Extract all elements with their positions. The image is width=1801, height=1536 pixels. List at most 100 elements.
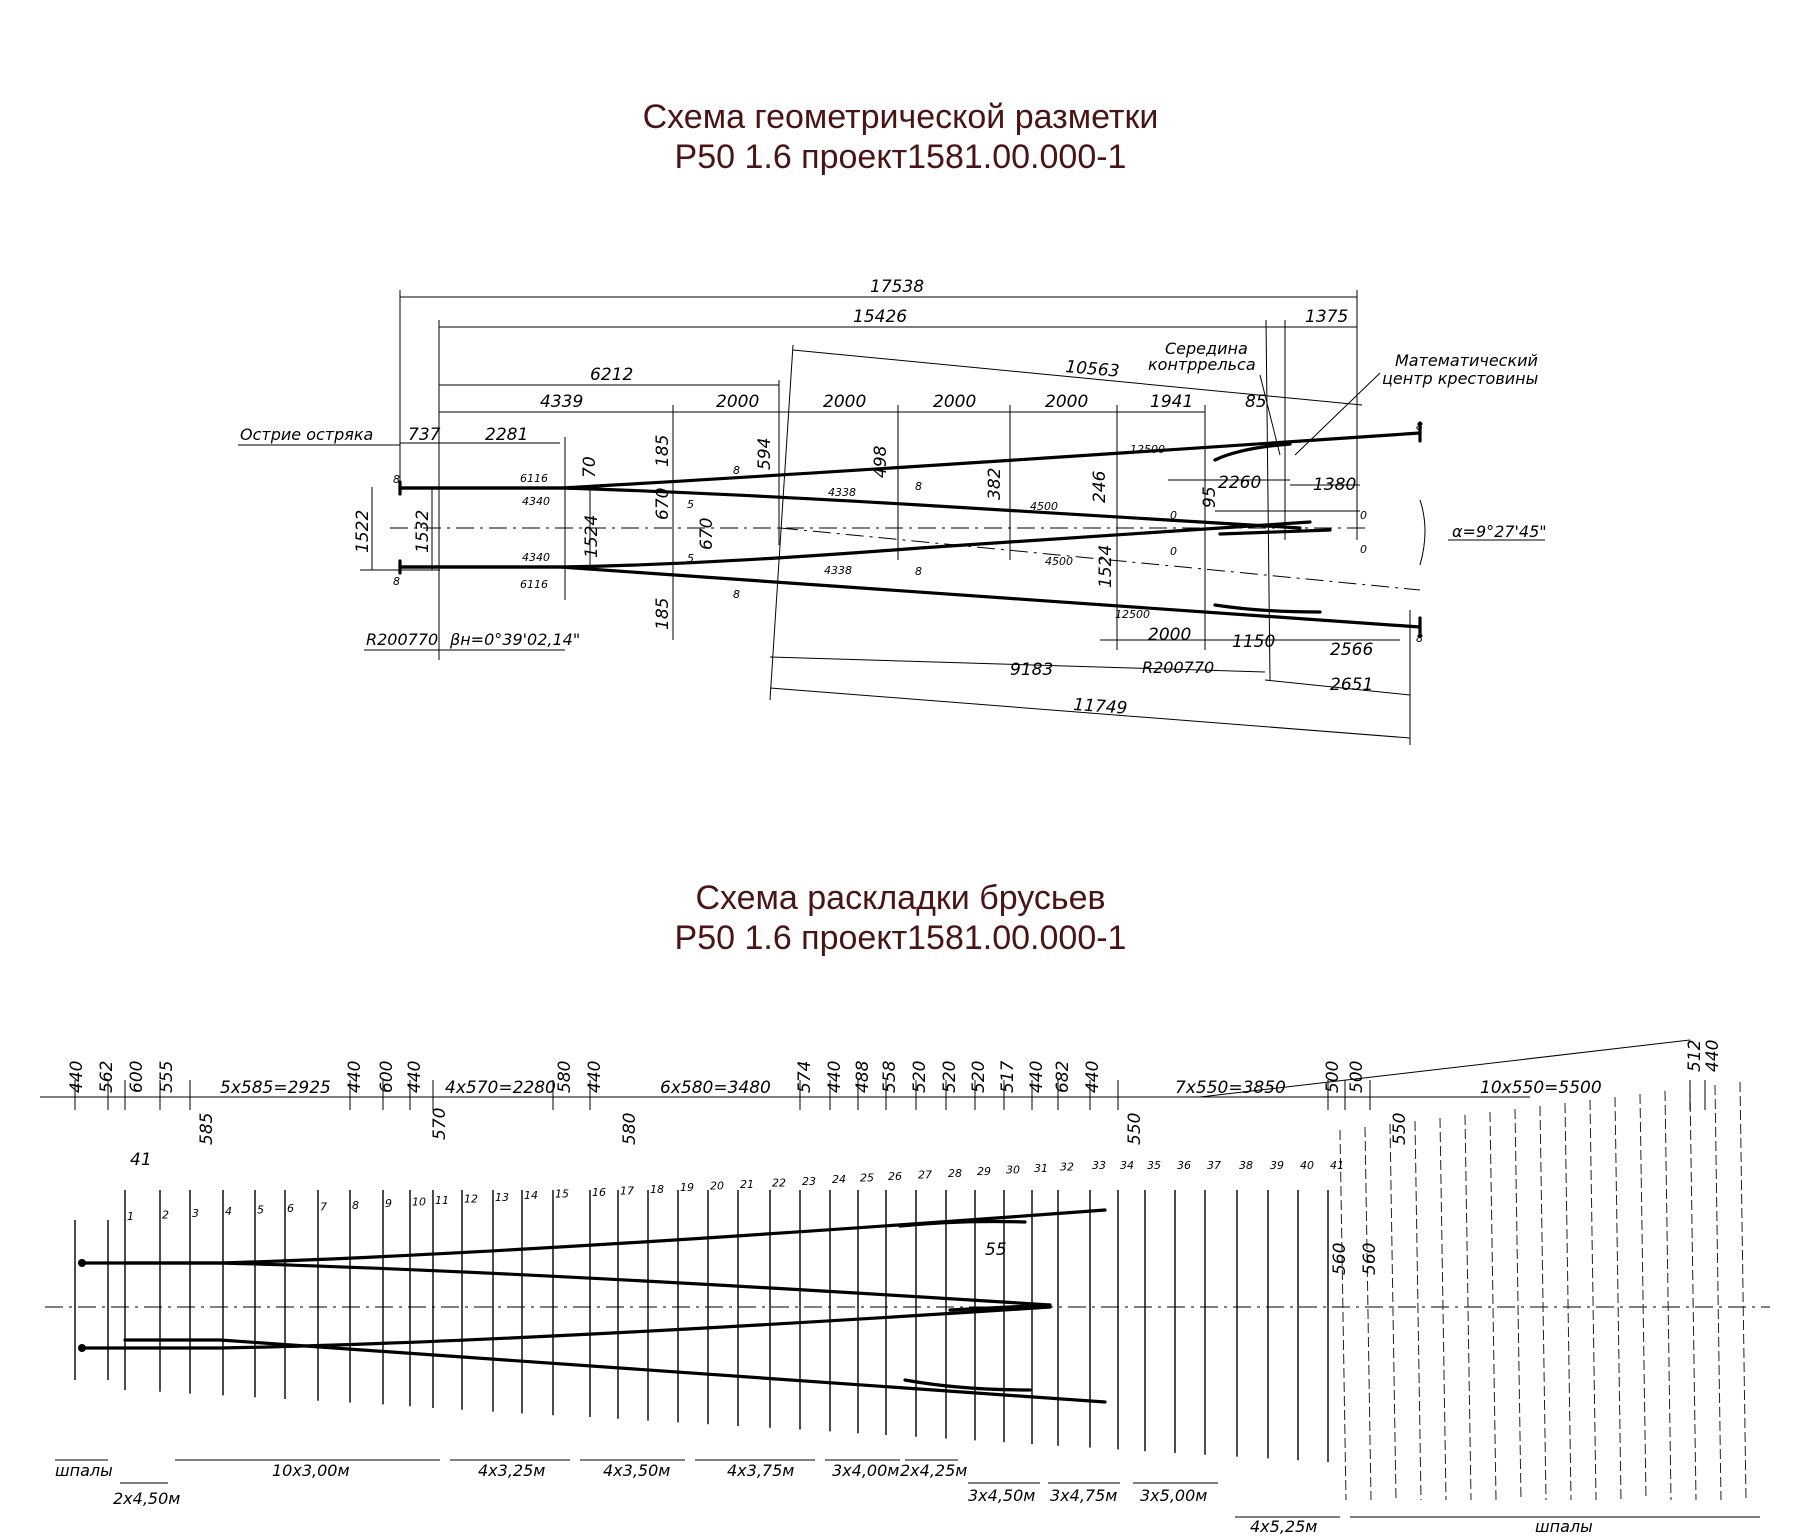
mark-0-d: 0 (1360, 543, 1367, 556)
sleeper-group-label: 3x5,00м (1140, 1486, 1207, 1505)
top-dimension: 5x585=2925 (220, 1078, 331, 1098)
dim-670-b: 670 (697, 518, 717, 550)
top-dimension: 580 (555, 1061, 575, 1093)
dim-70: 70 (580, 456, 600, 478)
top-dimension: 440 (67, 1061, 87, 1093)
dim-498: 498 (871, 445, 891, 478)
sleeper-line (1539, 1105, 1547, 1501)
dim-6212: 6212 (590, 365, 633, 385)
sleeper-number: 26 (888, 1170, 902, 1183)
radius-label-right: R200770 (1142, 658, 1214, 677)
radius-4338-bottom: 4338 (824, 564, 852, 577)
sleeper-number: 10 (412, 1196, 426, 1209)
sub-dimension: 585 (197, 1113, 217, 1145)
top-dimension: 574 (795, 1061, 815, 1093)
sleeper-number: 3 (192, 1207, 199, 1220)
sleeper-number: 36 (1177, 1159, 1191, 1172)
sub-dimension: 580 (620, 1113, 640, 1145)
dim-11749: 11749 (1073, 695, 1128, 719)
sleeper-number: 2 (162, 1208, 169, 1221)
sleeper-number: 20 (710, 1180, 724, 1193)
sleeper-line (1364, 1126, 1372, 1501)
radius-12500-top: 12500 (1130, 443, 1165, 456)
dim-185-top: 185 (653, 435, 673, 467)
sub-dimension: 570 (430, 1108, 450, 1140)
sleeper-group-label: 4x5,25м (1250, 1517, 1317, 1536)
radius-4500-bottom: 4500 (1045, 555, 1073, 568)
sleeper-number: 41 (1330, 1159, 1344, 1172)
beta-angle-label: βн=0°39'02,14" (449, 630, 580, 649)
sleeper-line (1439, 1117, 1447, 1501)
mark-0-c: 0 (1360, 509, 1367, 522)
sleeper-line (1589, 1099, 1597, 1501)
top-dimension: 520 (940, 1061, 960, 1093)
mark-0-a: 0 (1170, 509, 1177, 522)
mark-5-b: 5 (687, 552, 694, 565)
dim-2000-bottom: 2000 (1148, 625, 1191, 645)
sleeper-number: 1 (127, 1210, 134, 1223)
radius-4340-top: 4340 (522, 495, 550, 508)
top-dimension: 500 (1347, 1061, 1367, 1093)
dim-2000-a: 2000 (716, 392, 759, 412)
radius-4340-bottom: 4340 (522, 551, 550, 564)
dim-1941: 1941 (1150, 392, 1193, 412)
dim-1532: 1532 (413, 510, 433, 553)
dim-2651: 2651 (1330, 675, 1373, 695)
sleeper-number: 21 (740, 1178, 754, 1191)
sleeper-number: 19 (680, 1181, 694, 1194)
dim-17538: 17538 (870, 277, 924, 297)
sleeper-group-label: 4x3,50м (603, 1461, 670, 1480)
sleeper-group-label: шпалы (1535, 1517, 1593, 1536)
top-dimension: 4x570=2280 (445, 1078, 556, 1098)
sub-dimension: 560 (1330, 1243, 1350, 1275)
sub-dimension: 55 (985, 1240, 1007, 1260)
top-dimension: 517 (998, 1060, 1018, 1093)
top-dimension: 562 (97, 1061, 117, 1093)
dim-594: 594 (755, 438, 775, 470)
radius-4338-top: 4338 (828, 486, 856, 499)
layout-title: Схема раскладки брусьев Р50 1.6 проект15… (0, 878, 1801, 958)
mark-8-b: 8 (393, 575, 400, 588)
sleeper-number: 39 (1270, 1159, 1284, 1172)
sleeper-group-label: 10x3,00м (272, 1461, 350, 1480)
sleeper-number: 25 (860, 1172, 874, 1185)
top-dimension: 600 (127, 1061, 147, 1093)
sleeper-number: 16 (592, 1186, 606, 1199)
top-dimension: 520 (969, 1061, 989, 1093)
dim-185-bottom: 185 (653, 598, 673, 630)
sleeper-number: 18 (650, 1183, 664, 1196)
top-dimension: 440 (825, 1061, 845, 1093)
sleeper-group-label: 3x4,50м (968, 1486, 1035, 1505)
dim-2000-d: 2000 (1045, 392, 1088, 412)
sleeper-line (1464, 1114, 1472, 1501)
radius-12500-bottom: 12500 (1115, 608, 1150, 621)
sleeper-line (1714, 1084, 1722, 1501)
sleeper-number: 37 (1207, 1159, 1221, 1172)
dim-10563: 10563 (1065, 357, 1121, 382)
dim-1522: 1522 (353, 510, 373, 553)
dim-2260: 2260 (1218, 473, 1261, 493)
sleeper-line (1564, 1102, 1572, 1501)
sleeper-number: 35 (1147, 1159, 1161, 1172)
sleeper-line (1664, 1090, 1672, 1501)
sleeper-number: 34 (1120, 1159, 1134, 1172)
sleeper-group-label: 2x4,50м (113, 1489, 180, 1508)
sleeper-line (1489, 1111, 1497, 1501)
dim-4339: 4339 (540, 392, 583, 412)
sleeper-number: 13 (495, 1191, 509, 1204)
alpha-angle-label: α=9°27'45" (1452, 522, 1547, 541)
sleeper-line (1339, 1129, 1347, 1501)
top-dimension: 440 (345, 1061, 365, 1093)
mark-8-f: 8 (915, 565, 922, 578)
sleeper-line (1614, 1096, 1622, 1501)
sleeper-number: 5 (257, 1204, 264, 1217)
dim-2281: 2281 (485, 425, 528, 445)
sleeper-number: 38 (1239, 1159, 1253, 1172)
sleeper-number: 6 (287, 1202, 294, 1215)
label-center-line2: центр крестовины (1382, 369, 1538, 388)
sleeper-group-label: 3x4,00м (832, 1461, 899, 1480)
label-switch-point: Острие остряка (240, 425, 373, 444)
dim-1150: 1150 (1232, 632, 1275, 652)
